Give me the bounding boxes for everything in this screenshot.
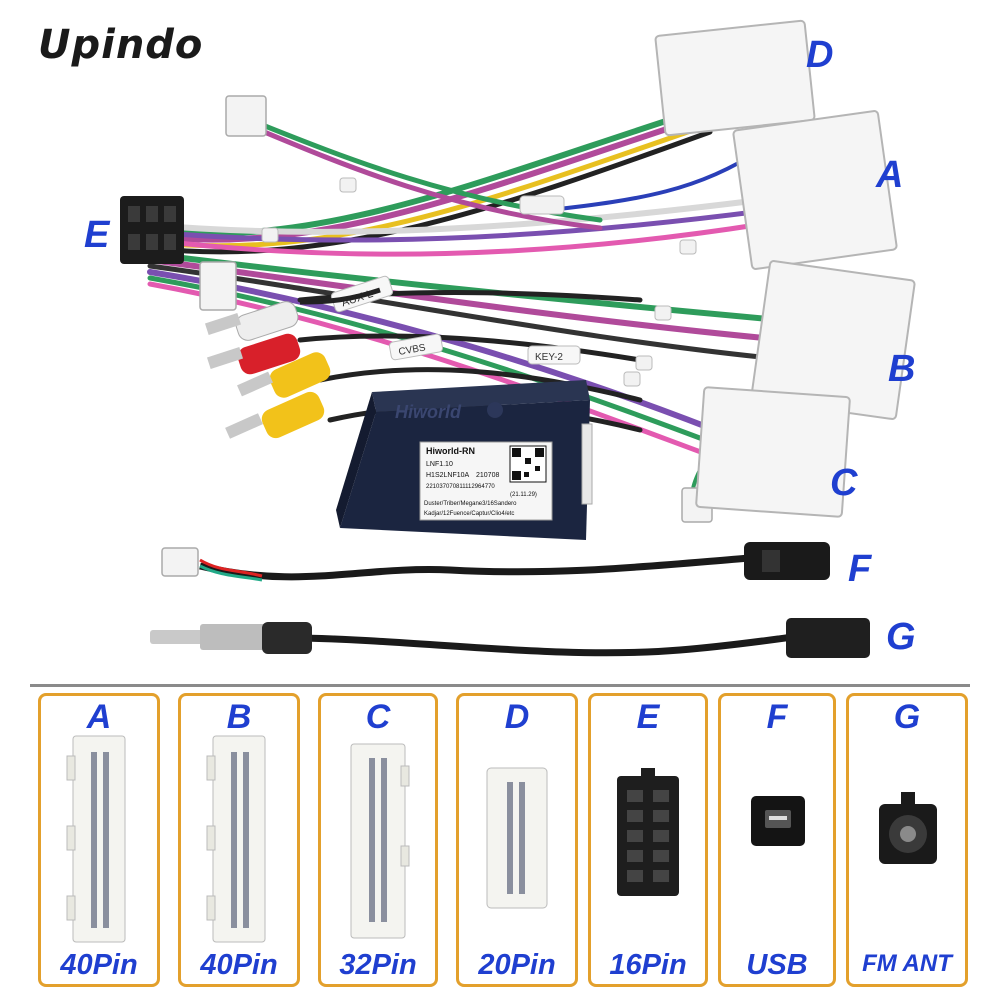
card-letter: F xyxy=(766,698,788,736)
connector-d xyxy=(654,19,816,137)
connector-cards: A 40Pin B 40Pin C xyxy=(38,693,968,991)
harness-photo: AUX-L CVBS KEY-2 xyxy=(120,19,916,658)
card-f: F USB xyxy=(718,693,836,987)
card-letter: G xyxy=(893,698,921,736)
card-e: E 16Pin xyxy=(588,693,708,987)
fm-antenna-port-icon xyxy=(879,792,937,864)
card-letter: B xyxy=(226,698,252,736)
brand-logo: Upindo xyxy=(38,22,204,68)
connector-a xyxy=(732,110,898,270)
decoder-box: Hiworld Hiworld-RN LNF1.10 H1S2LNF10A 21… xyxy=(336,380,593,540)
card-pin-label: 16Pin xyxy=(609,949,687,981)
photo-label-b: B xyxy=(888,348,916,390)
card-a: A 40Pin xyxy=(38,693,160,987)
card-letter: E xyxy=(636,698,660,736)
card-d: D 20Pin xyxy=(456,693,578,987)
card-letter: C xyxy=(365,698,391,736)
card-pin-label: FM ANT xyxy=(862,950,952,977)
usb-port-icon xyxy=(751,796,805,846)
card-g: G FM ANT xyxy=(846,693,968,987)
qr-code xyxy=(509,445,547,483)
photo-label-d: D xyxy=(806,34,834,76)
cvbs-tag-text: CVBS xyxy=(398,342,427,358)
white-connectors xyxy=(654,19,916,518)
connector-32pin-icon xyxy=(350,743,410,939)
card-b: B 40Pin xyxy=(178,693,300,987)
photo-label-g: G xyxy=(886,616,916,658)
photo-label-a: A xyxy=(876,154,904,196)
connector-c xyxy=(695,386,851,518)
section-divider xyxy=(30,684,970,687)
card-pin-label: 40Pin xyxy=(60,949,138,981)
card-pin-label: 32Pin xyxy=(339,949,417,981)
wire-bundle xyxy=(147,107,793,512)
box-label-line5: Kadjar/12Fuence/Captur/Clio4/etc xyxy=(424,511,514,517)
photo-label-f: F xyxy=(848,548,872,590)
connector-e xyxy=(120,196,184,264)
connector-40pin-icon xyxy=(206,735,266,943)
rca-plugs xyxy=(204,287,381,439)
card-letter: D xyxy=(504,698,530,736)
connector-20pin-icon xyxy=(486,767,548,909)
card-letter: A xyxy=(86,698,112,736)
box-label-title: Hiworld-RN xyxy=(426,446,475,456)
box-label-line2: H1S2LNF10A xyxy=(426,472,470,479)
box-logo: Hiworld xyxy=(395,402,462,422)
box-label-line4: Duster/Triber/Megane3/16Sandero xyxy=(424,501,517,507)
box-label-line3: 221037070811112964770 xyxy=(426,484,495,490)
card-pin-label: 20Pin xyxy=(478,949,556,981)
connector-40pin-icon xyxy=(66,735,126,943)
fm-antenna-cable xyxy=(150,618,870,658)
card-pin-label: 40Pin xyxy=(200,949,278,981)
usb-cable xyxy=(199,542,830,582)
card-pin-label: USB xyxy=(746,949,808,981)
card-c: C 32Pin xyxy=(318,693,438,987)
zip-ties xyxy=(261,177,697,387)
box-label-line1: LNF1.10 xyxy=(426,461,453,468)
photo-label-c: C xyxy=(830,462,858,504)
box-label-line3b: (21.11.29) xyxy=(510,492,537,498)
box-label-date: 210708 xyxy=(476,472,499,479)
connector-16pin-icon xyxy=(617,768,679,896)
key-tag-text: KEY-2 xyxy=(535,352,563,363)
photo-label-e: E xyxy=(84,214,110,256)
